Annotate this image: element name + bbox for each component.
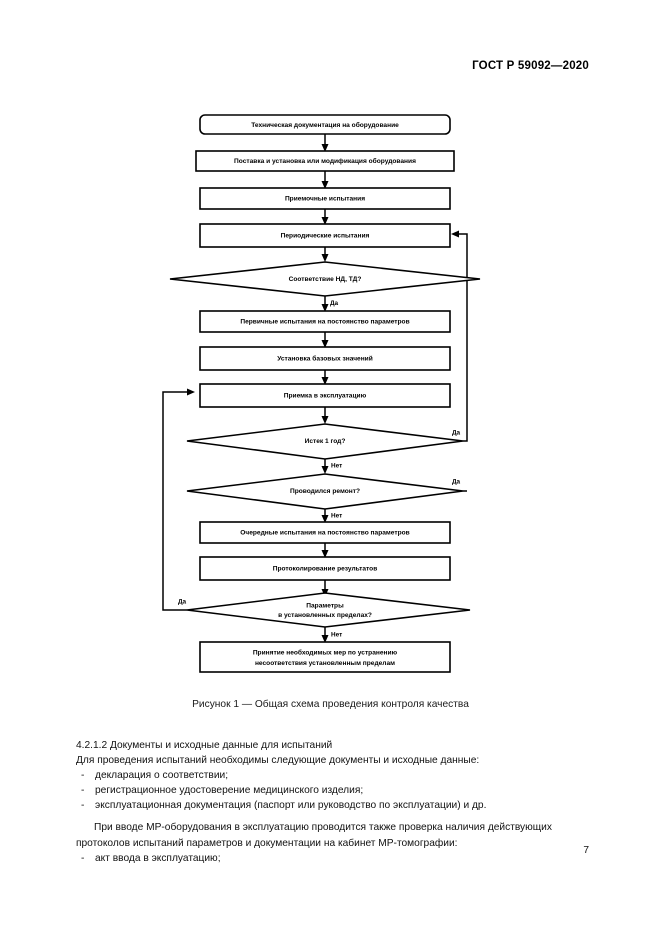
node-label: Соответствие НД, ТД? [289, 276, 362, 283]
edge-label-d2-no: Нет [331, 463, 342, 470]
node-label: Периодические испытания [281, 233, 370, 240]
list-item-text: регистрационное удостоверение медицинско… [95, 785, 364, 797]
flow-node-delivery-installation: Поставка и установка или модификация обо… [195, 150, 455, 172]
list-item-text: декларация о соответствии; [95, 770, 229, 782]
node-label: Протоколирование результатов [273, 566, 378, 573]
flow-node-commissioning: Приемка в эксплуатацию [199, 383, 451, 408]
flow-node-regular-constancy-tests: Очередные испытания на постоянство парам… [199, 521, 451, 544]
node-label: Истек 1 год? [305, 438, 346, 445]
node-label-line1: Принятие необходимых мер по устранению [253, 648, 398, 656]
flow-decision-repair-performed: Проводился ремонт? [186, 473, 464, 510]
flow-node-acceptance-tests: Приемочные испытания [199, 187, 451, 210]
node-label-line2: несоответствия установленным пределам [255, 660, 395, 667]
node-label: Установка базовых значений [277, 355, 373, 363]
page-number: 7 [583, 845, 589, 856]
edge-label-d4-no: Нет [331, 632, 342, 639]
list-item-text: эксплуатационная документация (паспорт и… [95, 800, 487, 812]
node-label: Техническая документация на оборудование [251, 121, 399, 129]
page-header: ГОСТ Р 59092—2020 [0, 60, 661, 82]
paragraph-line-2: протоколов испытаний параметров и докуме… [76, 837, 458, 849]
flow-edge-labels: Да Да Нет Да Нет Да Нет [178, 300, 461, 639]
edge-label-d2-yes: Да [452, 430, 461, 437]
dash-marker: - [81, 852, 85, 864]
body-text: 4.2.1.2 Документы и исходные данные для … [76, 738, 588, 866]
flow-decision-parameters-within-limits: Параметры в установленных пределах? [186, 592, 471, 628]
edge-label-d1-yes: Да [330, 300, 339, 307]
dash-marker: - [81, 770, 85, 782]
flow-connectors [162, 134, 468, 643]
node-label: Поставка и установка или модификация обо… [234, 157, 416, 165]
flow-decision-one-year-elapsed: Истек 1 год? [186, 423, 464, 460]
intro-line: Для проведения испытаний необходимы след… [76, 755, 480, 767]
paragraph-line-1: При вводе МР-оборудования в эксплуатацию… [94, 822, 552, 834]
flow-node-corrective-measures: Принятие необходимых мер по устранению н… [199, 641, 451, 673]
node-label: Очередные испытания на постоянство парам… [240, 530, 409, 537]
node-label: Первичные испытания на постоянство парам… [240, 319, 409, 326]
node-label: Проводился ремонт? [290, 488, 360, 495]
flow-node-baseline-values: Установка базовых значений [199, 346, 451, 371]
dash-marker: - [81, 800, 85, 812]
flow-decision-compliance-nd-td: Соответствие НД, ТД? [169, 261, 481, 297]
edge-label-d4-yes: Да [178, 599, 187, 606]
flow-node-tech-documentation: Техническая документация на оборудование [199, 114, 451, 135]
list-item-text: акт ввода в эксплуатацию; [95, 852, 221, 864]
standard-number: ГОСТ Р 59092—2020 [472, 60, 589, 72]
node-label-line1: Параметры [306, 602, 344, 609]
dash-marker: - [81, 785, 85, 797]
list-item: - акт ввода в эксплуатацию; [76, 851, 588, 866]
node-label-line2: в установленных пределах? [278, 612, 372, 619]
node-label: Приемка в эксплуатацию [284, 393, 367, 400]
list-item: - регистрационное удостоверение медицинс… [76, 783, 588, 798]
edge-label-d3-yes: Да [452, 479, 461, 486]
figure-caption: Рисунок 1 — Общая схема проведения контр… [192, 699, 469, 710]
list-item: - эксплуатационная документация (паспорт… [76, 798, 588, 813]
flow-node-results-logging: Протоколирование результатов [199, 556, 451, 581]
list-item: - декларация о соответствии; [76, 768, 588, 783]
edge-label-d3-no: Нет [331, 513, 342, 520]
flow-node-initial-constancy-tests: Первичные испытания на постоянство парам… [199, 310, 451, 333]
flow-node-periodic-tests: Периодические испытания [199, 223, 451, 248]
clause-heading: 4.2.1.2 Документы и исходные данные для … [76, 740, 333, 751]
node-label: Приемочные испытания [285, 196, 365, 203]
